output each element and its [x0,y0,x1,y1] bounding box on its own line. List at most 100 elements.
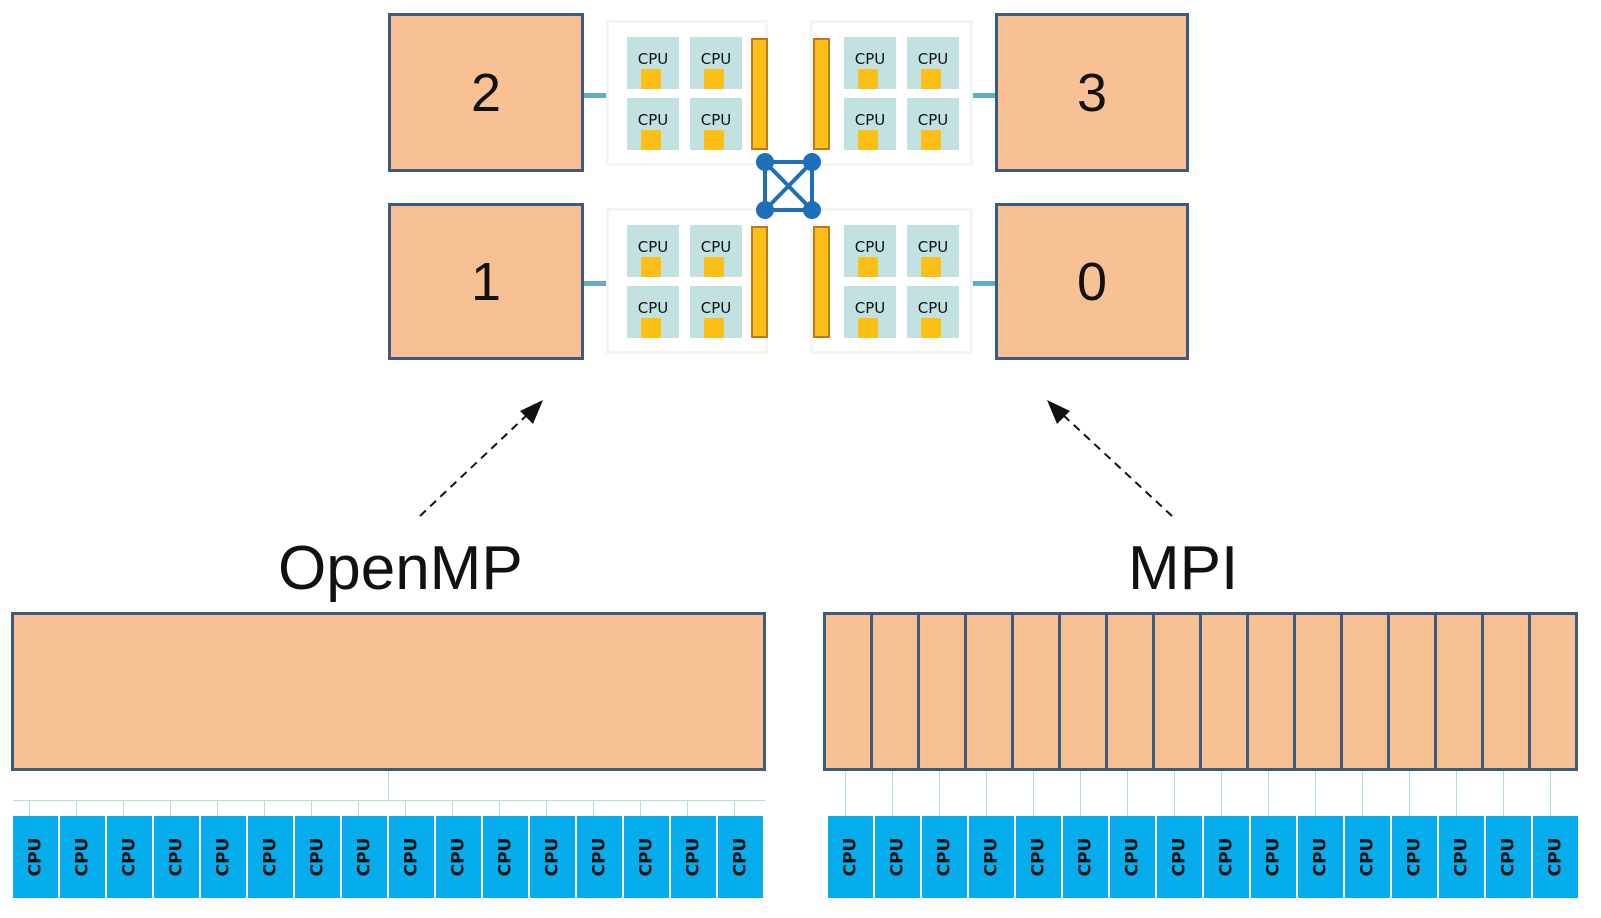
mpi-rank-process [1340,612,1390,771]
cpu-label: CPU [887,837,908,877]
socket-top-right: CPU CPU CPU CPU [810,20,973,166]
cpu-connector [546,800,547,816]
cpu-label: CPU [683,837,704,877]
cpu-block: CPU [1486,816,1531,898]
cpu-label: CPU [213,837,234,877]
cpu-block: CPU [577,816,622,898]
cpu-label: CPU [166,837,187,877]
cpu-connector [845,771,846,816]
cpu-core-label: CPU [637,111,669,129]
cache-block [641,318,661,338]
cpu-core: CPU [844,286,896,338]
cpu-block: CPU [828,816,873,898]
cpu-connector [734,800,735,816]
cpu-block: CPU [671,816,716,898]
mpi-rank-process [870,612,920,771]
cpu-connector [1456,771,1457,816]
cpu-block: CPU [1204,816,1249,898]
cache-block [858,257,878,277]
cpu-block: CPU [107,816,152,898]
cpu-connector [29,800,30,816]
cpu-connector [264,800,265,816]
cpu-block: CPU [875,816,920,898]
mpi-rank-process [1246,612,1296,771]
cache-block [641,130,661,150]
cpu-block: CPU [1439,816,1484,898]
cpu-core-label: CPU [700,299,732,317]
numa-node-label: 3 [1076,62,1108,123]
cpu-core-label: CPU [637,50,669,68]
shared-cache-bar [813,38,830,150]
cpu-block: CPU [483,816,528,898]
cpu-block: CPU [718,816,763,898]
cpu-core: CPU [627,225,679,277]
cpu-label: CPU [542,837,563,877]
mpi-rank-process [1528,612,1578,771]
memory-link [973,93,995,98]
cpu-connector [1362,771,1363,816]
cpu-block: CPU [969,816,1014,898]
mpi-rank-process [1199,612,1249,771]
cpu-connector [1503,771,1504,816]
cpu-core: CPU [690,37,742,89]
cpu-connector [1080,771,1081,816]
cpu-block: CPU [624,816,669,898]
cpu-block: CPU [13,816,58,898]
cpu-label: CPU [307,837,328,877]
numa-node-label: 0 [1076,251,1108,312]
cpu-core: CPU [907,37,959,89]
cpu-core-label: CPU [917,111,949,129]
cpu-core: CPU [844,98,896,150]
socket-bottom-left: CPU CPU CPU CPU [606,208,768,354]
cpu-block: CPU [295,816,340,898]
cpu-core: CPU [627,98,679,150]
shared-cache-bar [751,38,768,150]
cpu-connector [1127,771,1128,816]
cpu-block: CPU [154,816,199,898]
cpu-connector [1174,771,1175,816]
cpu-core: CPU [907,225,959,277]
cpu-label: CPU [1545,837,1566,877]
cache-block [641,69,661,89]
cpu-core-label: CPU [917,299,949,317]
dashed-arrow-icon [1047,400,1173,517]
dashed-arrow-icon [419,400,543,517]
cpu-block: CPU [1251,816,1296,898]
cpu-label: CPU [1310,837,1331,877]
cpu-label: CPU [260,837,281,877]
mpi-rank-process [1011,612,1061,771]
cpu-connector [687,800,688,816]
cpu-core-label: CPU [700,111,732,129]
cpu-core-label: CPU [700,50,732,68]
memory-link [973,281,995,286]
memory-link [584,281,606,286]
cpu-label: CPU [981,837,1002,877]
cpu-label: CPU [1263,837,1284,877]
cpu-block: CPU [1063,816,1108,898]
mpi-rank-process [1058,612,1108,771]
mpi-rank-process [1387,612,1437,771]
cpu-core-label: CPU [700,238,732,256]
cpu-core-label: CPU [917,50,949,68]
cpu-core: CPU [627,37,679,89]
cpu-connector [1221,771,1222,816]
cache-block [921,130,941,150]
cpu-connector [892,771,893,816]
cpu-connector [358,800,359,816]
cpu-block: CPU [1157,816,1202,898]
cpu-block: CPU [201,816,246,898]
cpu-connector [499,800,500,816]
cpu-block: CPU [922,816,967,898]
numa-node-2: 2 [388,13,584,172]
numa-node-label: 2 [470,62,502,123]
openmp-heading: OpenMP [278,534,523,603]
cpu-block: CPU [389,816,434,898]
cpu-label: CPU [730,837,751,877]
cpu-core-label: CPU [854,50,886,68]
mpi-rank-process [1434,612,1484,771]
cpu-label: CPU [1498,837,1519,877]
cpu-core-label: CPU [637,238,669,256]
cpu-connector [217,800,218,816]
cpu-label: CPU [448,837,469,877]
